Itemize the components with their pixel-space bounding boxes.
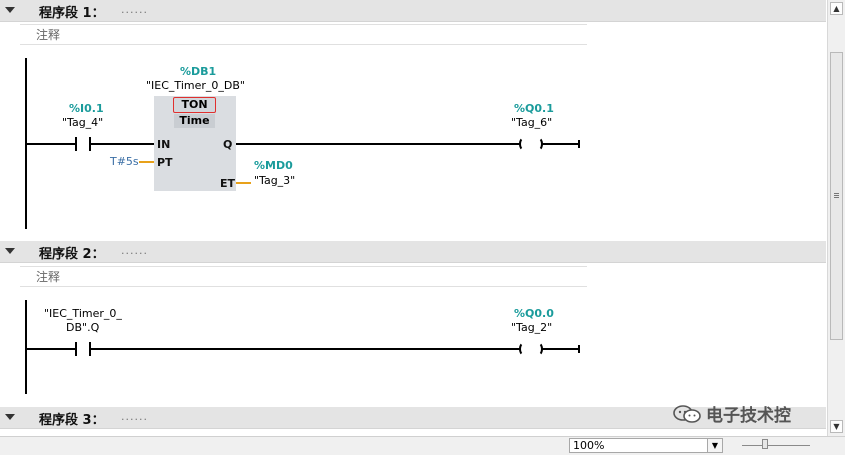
zoom-value: 100% [573, 439, 605, 452]
watermark: 电子技术控 [672, 401, 791, 429]
network-2-wire-mid [91, 348, 521, 350]
network-2-wire-left [26, 348, 75, 350]
network-1-wire-right [542, 143, 580, 145]
network-2-wire-right [542, 348, 580, 350]
fb-pin-pt: PT [157, 156, 173, 169]
network-3-title-dots[interactable]: ...... [121, 410, 148, 423]
contact-timer-q-tag-line1[interactable]: "IEC_Timer_0_ [44, 307, 122, 320]
watermark-text: 电子技术控 [706, 406, 791, 426]
dropdown-arrow-icon[interactable]: ▼ [707, 439, 722, 452]
grip-line-icon [834, 197, 839, 198]
network-3-header[interactable]: 程序段 3： ...... [0, 407, 826, 429]
status-bar: 100% ▼ [0, 436, 845, 455]
zoom-slider-track[interactable] [742, 445, 810, 446]
fb-type-ton[interactable]: TON [173, 97, 216, 113]
network-1-wire-q [236, 143, 521, 145]
collapse-arrow-icon[interactable] [5, 414, 15, 420]
fb-time-label[interactable]: Time [174, 114, 215, 128]
et-wire [236, 182, 251, 184]
coil-q00-left-paren[interactable] [519, 342, 529, 356]
grip-line-icon [834, 195, 839, 196]
ton-timer-block[interactable]: TON Time IN Q PT ET [154, 96, 236, 191]
contact-timer-q-tag-line2[interactable]: DB".Q [66, 321, 100, 334]
contact-i01-address[interactable]: %I0.1 [69, 102, 104, 115]
wechat-icon [672, 404, 702, 429]
network-2-header[interactable]: 程序段 2： ...... [0, 241, 826, 263]
contact-i01-left-bar[interactable] [75, 137, 77, 151]
pt-wire [139, 161, 154, 163]
et-tag[interactable]: "Tag_3" [254, 174, 296, 187]
pt-value[interactable]: T#5s [110, 155, 139, 168]
coil-q01-left-paren[interactable] [519, 137, 529, 151]
coil-q00-address[interactable]: %Q0.0 [514, 307, 554, 320]
fb-pin-in: IN [157, 138, 171, 151]
fb-pin-q: Q [223, 138, 233, 151]
scroll-down-arrow-icon[interactable]: ▼ [830, 420, 843, 433]
contact-timer-q-right-bar[interactable] [89, 342, 91, 356]
collapse-arrow-icon[interactable] [5, 7, 15, 13]
network-2-comment[interactable]: 注释 [20, 266, 587, 287]
network-1-comment[interactable]: 注释 [20, 24, 587, 45]
network-2-power-rail [25, 300, 27, 394]
zoom-slider-thumb[interactable] [762, 439, 768, 449]
network-1-header[interactable]: 程序段 1： ...... [0, 0, 826, 22]
network-1-title-dots[interactable]: ...... [121, 3, 148, 16]
network-1-wire-left [26, 143, 75, 145]
coil-q01-address[interactable]: %Q0.1 [514, 102, 554, 115]
contact-timer-q-left-bar[interactable] [75, 342, 77, 356]
network-1-comment-label: 注释 [36, 28, 61, 42]
network-2-comment-label: 注释 [36, 270, 61, 284]
network-3-title: 程序段 3： [39, 413, 105, 428]
vertical-scrollbar[interactable]: ▲ ▼ [827, 0, 845, 436]
et-address[interactable]: %MD0 [254, 159, 293, 172]
collapse-arrow-icon[interactable] [5, 248, 15, 254]
contact-i01-right-bar[interactable] [89, 137, 91, 151]
zoom-select[interactable]: 100% ▼ [569, 438, 723, 453]
network-1-title: 程序段 1： [39, 6, 105, 21]
grip-line-icon [834, 193, 839, 194]
network-2-title-dots[interactable]: ...... [121, 244, 148, 257]
contact-i01-tag[interactable]: "Tag_4" [62, 116, 104, 129]
network-2-title: 程序段 2： [39, 247, 105, 262]
fb-pin-et: ET [220, 177, 236, 190]
network-2-wire-end [578, 345, 580, 353]
coil-q01-tag[interactable]: "Tag_6" [511, 116, 553, 129]
fb-db-name[interactable]: "IEC_Timer_0_DB" [146, 79, 245, 92]
coil-q00-tag[interactable]: "Tag_2" [511, 321, 553, 334]
scroll-up-arrow-icon[interactable]: ▲ [830, 2, 843, 15]
scrollbar-thumb[interactable] [830, 52, 843, 340]
network-1-wire-to-in [91, 143, 155, 145]
network-1-wire-end [578, 140, 580, 148]
fb-db-address[interactable]: %DB1 [180, 65, 217, 78]
